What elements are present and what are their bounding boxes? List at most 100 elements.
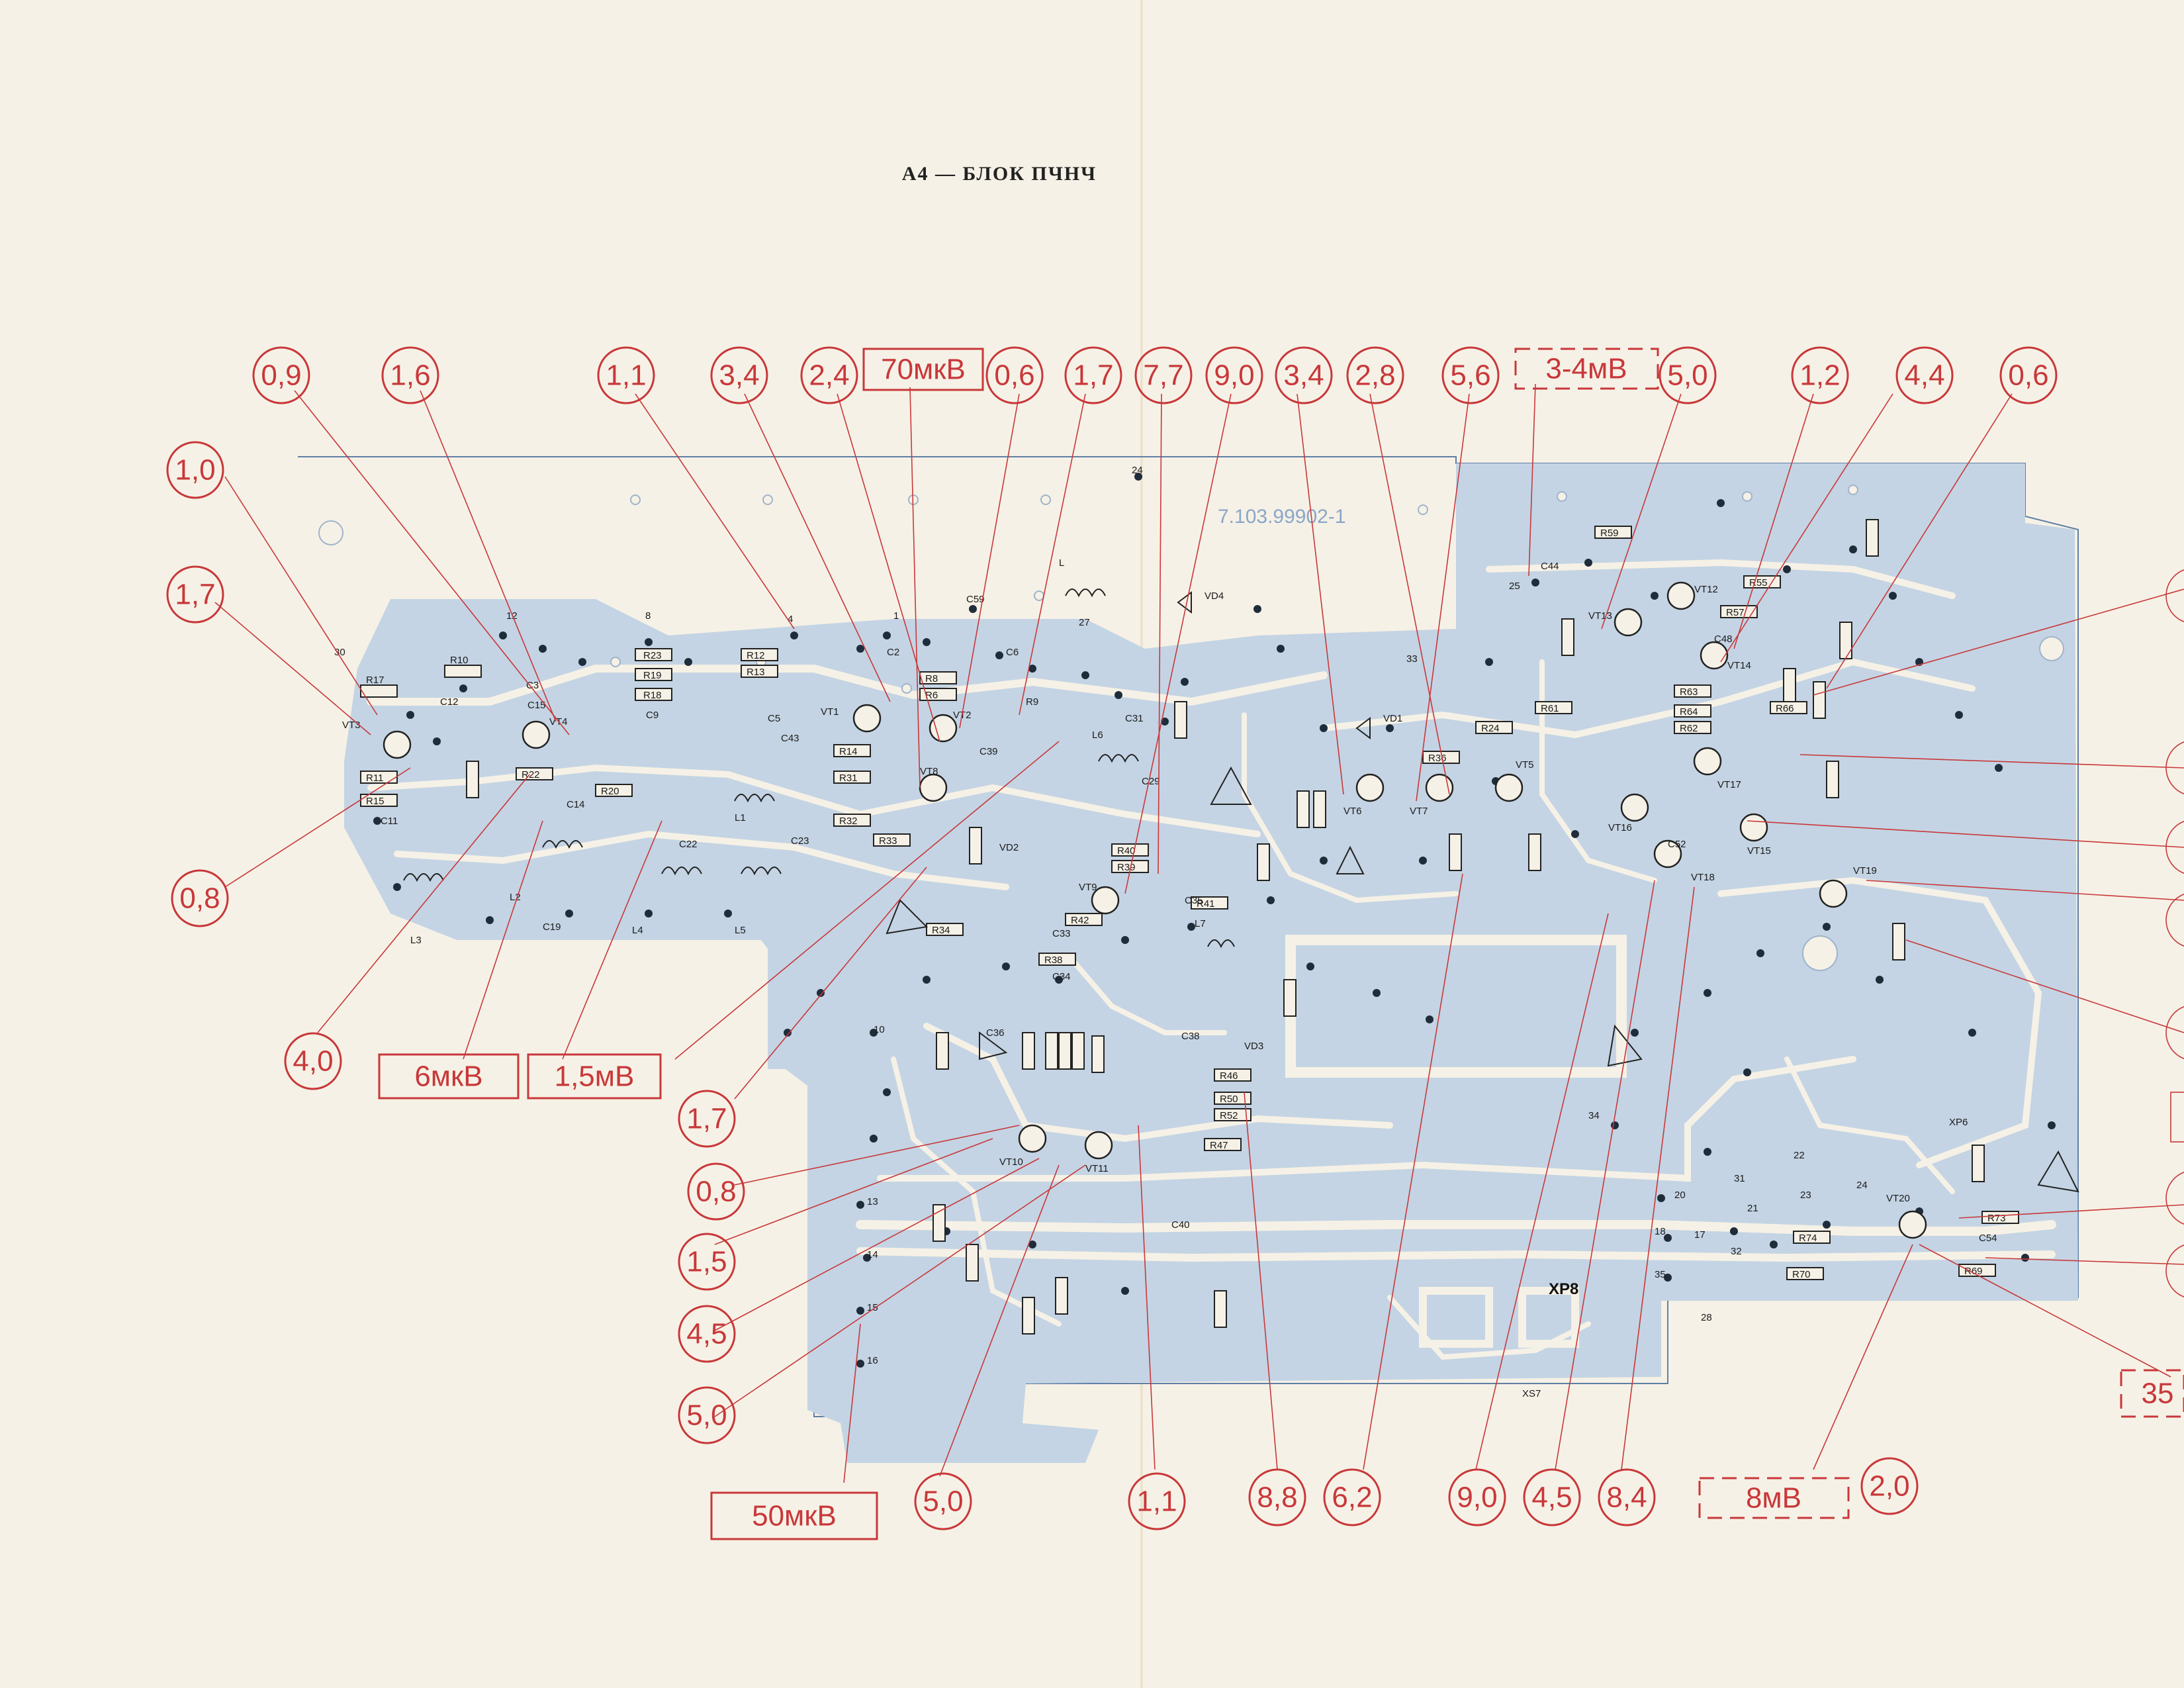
- svg-text:23: 23: [1800, 1190, 1811, 1201]
- svg-text:L3: L3: [410, 935, 422, 946]
- svg-text:30: 30: [334, 647, 345, 658]
- voltage-bubble: 1,0: [166, 441, 224, 499]
- svg-text:R36: R36: [1428, 753, 1447, 764]
- board-stamp: 7.103.99902-1: [1218, 506, 1346, 528]
- svg-text:R40: R40: [1117, 845, 1136, 857]
- signal-level-box: 8мВ: [1698, 1477, 1850, 1519]
- svg-text:0,9: 0,9: [261, 359, 301, 392]
- voltage-bubble: 0,8: [171, 869, 229, 927]
- svg-text:R24: R24: [1481, 723, 1500, 734]
- svg-text:2,4: 2,4: [809, 359, 849, 392]
- svg-text:1,5: 1,5: [686, 1246, 727, 1278]
- voltage-bubble: 1,7: [678, 1090, 736, 1148]
- connector-xp8: XP8: [1549, 1280, 1578, 1298]
- svg-text:VT11: VT11: [1085, 1163, 1109, 1174]
- svg-text:C5: C5: [768, 713, 780, 724]
- svg-text:R20: R20: [601, 786, 619, 797]
- svg-text:VT3: VT3: [342, 720, 361, 731]
- svg-text:L6: L6: [1092, 729, 1103, 741]
- svg-text:VT8: VT8: [920, 766, 938, 777]
- page-title: А4 — БЛОК ПЧНЧ: [902, 163, 1097, 185]
- svg-text:R14: R14: [839, 746, 858, 757]
- svg-text:C6: C6: [1006, 647, 1019, 658]
- svg-text:C48: C48: [1714, 633, 1733, 645]
- signal-level-box: 35: [2120, 1369, 2184, 1418]
- svg-text:R33: R33: [879, 835, 897, 847]
- voltage-bubble: 1,7: [1064, 346, 1122, 404]
- right-edge-markers: [2165, 569, 2184, 1298]
- svg-text:5,0: 5,0: [686, 1399, 727, 1432]
- svg-text:R41: R41: [1197, 898, 1215, 910]
- svg-text:8,4: 8,4: [1606, 1481, 1647, 1514]
- svg-text:1,7: 1,7: [175, 579, 215, 611]
- svg-text:5,6: 5,6: [1450, 359, 1490, 392]
- svg-text:VT18: VT18: [1691, 872, 1715, 883]
- signal-level-box: 6мкВ: [378, 1053, 520, 1100]
- svg-text:R50: R50: [1220, 1094, 1238, 1105]
- voltage-bubbles-middle: 1,7 0,8 1,5 4,5 5,0: [678, 1090, 745, 1444]
- voltage-bubble: 4,4: [1895, 346, 1954, 404]
- svg-text:R38: R38: [1044, 955, 1063, 966]
- svg-text:8мВ: 8мВ: [1746, 1482, 1801, 1515]
- svg-text:35: 35: [2142, 1378, 2174, 1410]
- svg-text:4,5: 4,5: [1531, 1481, 1572, 1514]
- svg-text:C34: C34: [1052, 971, 1071, 982]
- svg-text:22: 22: [1794, 1150, 1805, 1161]
- voltage-bubbles-left: 1,0 1,7 0,8 4,0: [166, 441, 342, 1090]
- svg-text:C2: C2: [887, 647, 899, 658]
- svg-text:1,7: 1,7: [1073, 359, 1113, 392]
- svg-text:R57: R57: [1726, 607, 1745, 618]
- svg-text:R8: R8: [925, 673, 938, 684]
- svg-text:24: 24: [1856, 1180, 1868, 1191]
- voltage-bubble: 0,6: [1999, 346, 2058, 404]
- svg-text:R47: R47: [1210, 1140, 1228, 1151]
- svg-text:R34: R34: [932, 925, 950, 936]
- svg-text:21: 21: [1747, 1203, 1758, 1214]
- svg-text:9,0: 9,0: [1457, 1481, 1497, 1514]
- svg-text:3,4: 3,4: [719, 359, 759, 392]
- svg-text:VT12: VT12: [1694, 584, 1718, 595]
- svg-text:R31: R31: [839, 773, 858, 784]
- svg-text:C33: C33: [1052, 928, 1071, 939]
- svg-text:R23: R23: [643, 650, 662, 661]
- svg-text:R13: R13: [747, 667, 765, 678]
- svg-text:5,0: 5,0: [923, 1485, 963, 1518]
- voltage-bubble: 1,2: [1791, 346, 1849, 404]
- svg-text:50мкВ: 50мкВ: [752, 1500, 837, 1532]
- voltage-bubble: 2,8: [1346, 346, 1404, 404]
- svg-text:VD1: VD1: [1383, 713, 1402, 724]
- svg-text:2,8: 2,8: [1355, 359, 1395, 392]
- svg-text:20: 20: [1674, 1190, 1686, 1201]
- svg-text:XP6: XP6: [1949, 1117, 1968, 1128]
- svg-text:VD3: VD3: [1244, 1041, 1263, 1052]
- svg-text:VT9: VT9: [1079, 882, 1097, 893]
- svg-text:C36: C36: [986, 1027, 1005, 1039]
- voltage-bubble: 0,6: [985, 346, 1044, 404]
- svg-text:0,8: 0,8: [696, 1176, 736, 1208]
- svg-text:R66: R66: [1776, 703, 1794, 714]
- svg-text:L7: L7: [1195, 918, 1206, 929]
- svg-text:C39: C39: [979, 746, 998, 757]
- svg-text:R19: R19: [643, 670, 662, 681]
- svg-text:4,0: 4,0: [293, 1045, 333, 1078]
- svg-text:R18: R18: [643, 690, 662, 701]
- svg-text:35: 35: [1655, 1269, 1666, 1280]
- mounting-holes: [318, 485, 2064, 971]
- svg-text:R12: R12: [747, 650, 765, 661]
- svg-text:33: 33: [1406, 653, 1418, 665]
- voltage-bubbles-top: 0,9 1,6 1,1 3,4 2,4 0,6 1,7 7,7 9,0 3,4 …: [252, 346, 2058, 404]
- svg-text:VT5: VT5: [1516, 759, 1534, 771]
- svg-text:R52: R52: [1220, 1110, 1238, 1121]
- svg-text:28: 28: [1701, 1312, 1712, 1323]
- svg-text:R22: R22: [522, 769, 540, 780]
- svg-text:2,0: 2,0: [1869, 1470, 1909, 1503]
- signal-level-boxes: 70мкВ 3-4мВ 6мкВ 1,5мВ 50мкВ 8мВ 35: [378, 348, 2184, 1540]
- svg-text:C40: C40: [1171, 1219, 1190, 1231]
- voltage-bubble: 4,5: [1523, 1468, 1581, 1526]
- svg-text:1,0: 1,0: [175, 454, 215, 487]
- svg-text:1: 1: [893, 610, 899, 622]
- svg-text:VT20: VT20: [1886, 1193, 1910, 1204]
- voltage-bubble: 5,6: [1441, 346, 1500, 404]
- svg-text:VT6: VT6: [1343, 806, 1362, 817]
